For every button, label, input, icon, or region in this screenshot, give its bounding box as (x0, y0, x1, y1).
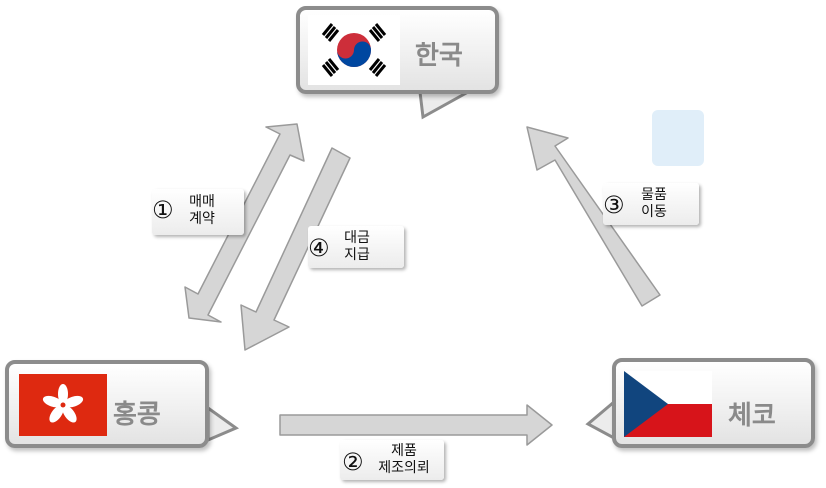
step-3-tag: ③ 물품 이동 (603, 183, 699, 225)
hongkong-label: 홍콩 (113, 400, 161, 430)
step-4-line1: 대금 (344, 230, 370, 246)
czech-label: 체코 (728, 401, 776, 431)
step-1-line1: 매매 (189, 194, 215, 210)
step-3-number: ③ (603, 191, 625, 219)
hongkong-node: 홍콩 (5, 360, 209, 448)
decorative-blur (652, 110, 704, 166)
step-3-line1: 물품 (641, 187, 667, 203)
step-2-number: ② (342, 448, 364, 476)
czech-flag (624, 371, 712, 437)
arrow-payment (240, 147, 351, 351)
korea-flag (308, 15, 400, 85)
hongkong-bubble-tail (206, 405, 240, 443)
arrow-manufacture (279, 404, 553, 446)
korea-label: 한국 (415, 41, 463, 71)
step-4-number: ④ (308, 234, 330, 262)
step-2-line1: 제품 (391, 443, 417, 459)
step-1-line2: 계약 (189, 211, 215, 227)
arrow-contract (184, 123, 305, 323)
step-1-tag: ① 매매 계약 (152, 189, 244, 235)
czech-bubble-tail (585, 398, 616, 441)
step-4-line2: 지급 (344, 247, 370, 263)
step-4-tag: ④ 대금 지급 (308, 226, 404, 268)
hongkong-flag (19, 374, 107, 436)
step-2-tag: ② 제품 제조의뢰 (340, 440, 444, 480)
korea-bubble-tail (418, 90, 474, 120)
step-1-number: ① (152, 196, 174, 224)
step-3-line2: 이동 (641, 204, 667, 220)
korea-node: 한국 (296, 6, 499, 94)
step-2-line2: 제조의뢰 (378, 460, 430, 476)
czech-node: 체코 (612, 358, 815, 448)
arrow-goods (526, 126, 661, 307)
